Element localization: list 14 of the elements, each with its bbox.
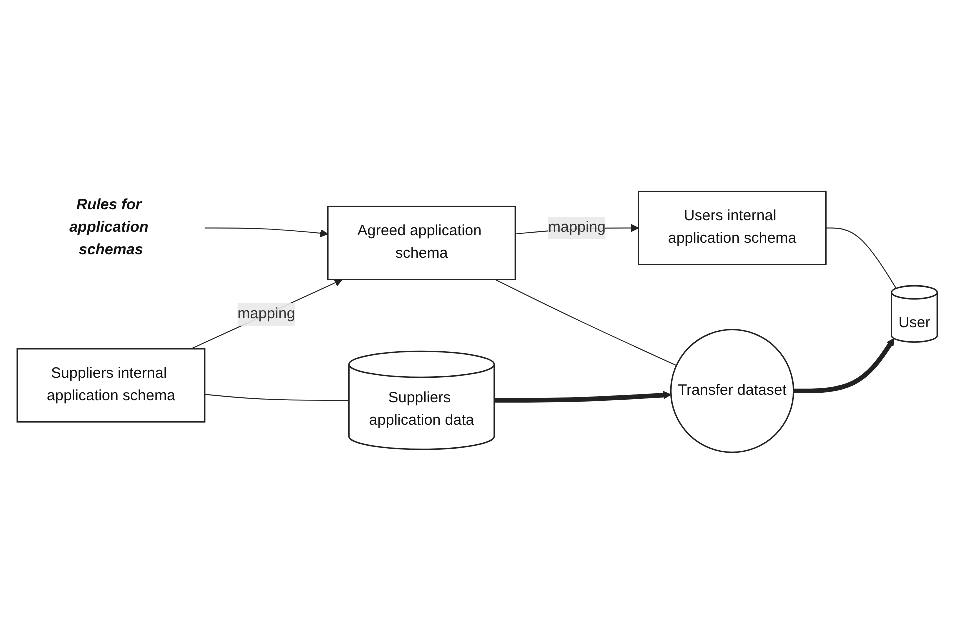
arrow xyxy=(190,279,343,350)
connector xyxy=(204,394,350,402)
connector xyxy=(495,279,678,366)
arrow xyxy=(794,338,895,394)
arrow xyxy=(494,391,672,403)
node-box: Agreed application schema xyxy=(327,206,516,280)
node-box: Suppliers internal application schema xyxy=(16,348,206,423)
node-box: Users internal application schema xyxy=(638,190,827,266)
node-text: Rules for application schemas xyxy=(70,197,149,258)
arrow xyxy=(204,228,328,238)
edge-label: mapping xyxy=(548,220,606,236)
connector xyxy=(826,228,897,290)
node-circle: Transfer dataset xyxy=(670,329,794,454)
edge-label: mapping xyxy=(238,306,296,322)
